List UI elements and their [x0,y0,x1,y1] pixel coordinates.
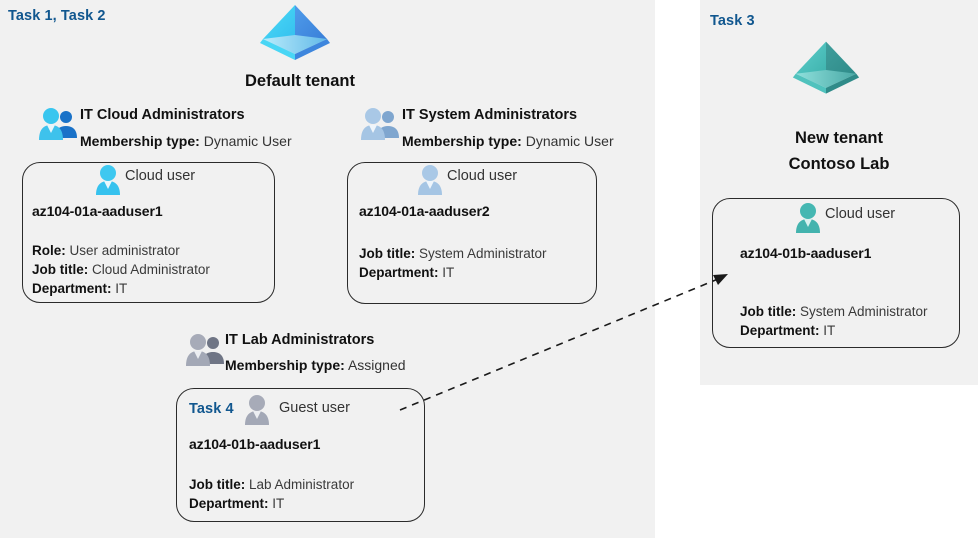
group-membership-type: Membership type: Dynamic User [80,133,292,149]
user-name: az104-01b-aaduser1 [740,245,872,261]
group-membership-type: Membership type: Assigned [225,357,406,373]
group-icon [38,107,78,141]
user-role-label: Cloud user [825,206,896,222]
attribute-row: Job title: Lab Administrator [189,475,354,494]
azure-ad-tenant-icon [791,37,861,101]
user-attributes: Role: User administrator Job title: Clou… [32,241,210,298]
membership-label: Membership type: [80,133,200,149]
cloud-user-icon [93,164,123,196]
default-tenant-title: Default tenant [244,72,355,90]
membership-value: Dynamic User [203,133,292,149]
default-tenant-panel [0,0,655,538]
user-role-label: Cloud user [447,168,518,184]
attribute-row: Department: IT [189,494,354,513]
attribute-row: Department: IT [740,321,928,340]
attribute-value: IT [272,496,285,511]
attribute-row: Department: IT [359,263,547,282]
new-tenant-title: New tenant Contoso Lab [710,126,968,177]
membership-label: Membership type: [402,133,522,149]
attribute-label: Department: [189,496,269,511]
attribute-row: Department: IT [32,279,210,298]
task-label-4: Task 4 [189,401,234,417]
attribute-label: Department: [740,323,820,338]
new-tenant-line2: Contoso Lab [788,154,890,173]
group-icon [360,107,400,141]
attribute-value: System Administrator [800,304,928,319]
membership-value: Assigned [347,357,406,373]
task-label-3: Task 3 [710,13,755,29]
user-card-az104-01b-aaduser1-guest[interactable] [176,388,425,522]
cloud-user-icon [793,202,823,234]
user-attributes: Job title: System Administrator Departme… [359,244,547,282]
membership-value: Dynamic User [525,133,614,149]
user-role-label: Cloud user [125,168,196,184]
attribute-label: Role: [32,243,66,258]
azure-ad-tenant-icon [258,2,332,66]
attribute-label: Job title: [359,246,416,261]
task-label-1-2: Task 1, Task 2 [8,8,106,24]
attribute-row: Job title: System Administrator [740,302,928,321]
membership-label: Membership type: [225,357,345,373]
attribute-value: User administrator [69,243,180,258]
attribute-value: Cloud Administrator [92,262,210,277]
user-card-az104-01b-aaduser1-new-tenant[interactable] [712,198,960,348]
attribute-label: Job title: [32,262,89,277]
group-title-it-lab-administrators: IT Lab Administrators [225,332,375,348]
user-name: az104-01a-aaduser2 [359,203,490,219]
attribute-value: IT [823,323,836,338]
new-tenant-line1: New tenant [794,129,883,147]
attribute-label: Department: [32,281,112,296]
attribute-row: Role: User administrator [32,241,210,260]
user-role-label: Guest user [279,400,350,416]
cloud-user-icon [415,164,445,196]
attribute-value: IT [115,281,128,296]
attribute-value: System Administrator [419,246,547,261]
group-title-it-system-administrators: IT System Administrators [402,107,578,123]
guest-user-icon [242,394,272,426]
group-title-it-cloud-administrators: IT Cloud Administrators [80,107,245,123]
attribute-value: IT [442,265,455,280]
user-attributes: Job title: Lab Administrator Department:… [189,475,354,513]
user-card-az104-01a-aaduser1[interactable] [22,162,275,303]
user-name: az104-01b-aaduser1 [189,436,321,452]
attribute-row: Job title: System Administrator [359,244,547,263]
user-attributes: Job title: System Administrator Departme… [740,302,928,340]
group-icon [185,333,225,367]
group-membership-type: Membership type: Dynamic User [402,133,614,149]
attribute-row: Job title: Cloud Administrator [32,260,210,279]
attribute-label: Department: [359,265,439,280]
user-name: az104-01a-aaduser1 [32,203,163,219]
attribute-value: Lab Administrator [249,477,355,492]
attribute-label: Job title: [189,477,246,492]
attribute-label: Job title: [740,304,797,319]
